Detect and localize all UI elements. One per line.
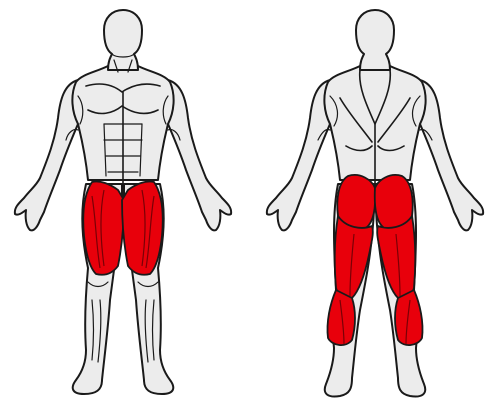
front-head	[104, 10, 142, 70]
back-head	[356, 10, 394, 70]
front-left-arm	[15, 80, 78, 230]
front-figure	[15, 10, 231, 394]
back-left-hamstring	[335, 216, 373, 299]
back-right-hamstring	[377, 216, 415, 299]
back-right-calf	[395, 290, 423, 345]
front-right-arm	[168, 80, 231, 230]
back-figure	[267, 10, 483, 397]
back-left-arm	[267, 80, 330, 230]
back-left-calf	[327, 290, 355, 345]
back-right-arm	[420, 80, 483, 230]
